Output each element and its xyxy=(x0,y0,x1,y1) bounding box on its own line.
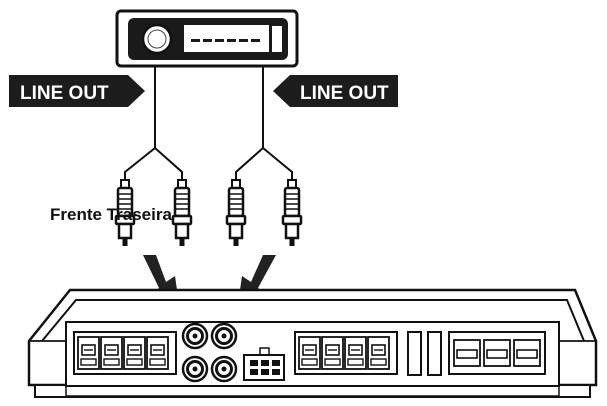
rca-cables xyxy=(124,66,293,180)
control-connector xyxy=(243,347,285,381)
power-terminal-block xyxy=(448,331,546,375)
line-out-label-right: LINE OUT xyxy=(273,75,398,107)
svg-text:LINE OUT: LINE OUT xyxy=(300,83,389,104)
speaker-terminal-block-left xyxy=(73,331,177,375)
amplifier xyxy=(27,288,598,398)
line-out-label-left: LINE OUT xyxy=(9,75,145,107)
fuse-holder xyxy=(407,331,442,376)
channel-caption: Frente Traseira xyxy=(50,205,172,224)
display-screen xyxy=(184,25,269,52)
head-unit xyxy=(115,9,299,68)
speaker-terminal-block-right xyxy=(294,331,398,375)
svg-text:LINE OUT: LINE OUT xyxy=(20,83,109,104)
